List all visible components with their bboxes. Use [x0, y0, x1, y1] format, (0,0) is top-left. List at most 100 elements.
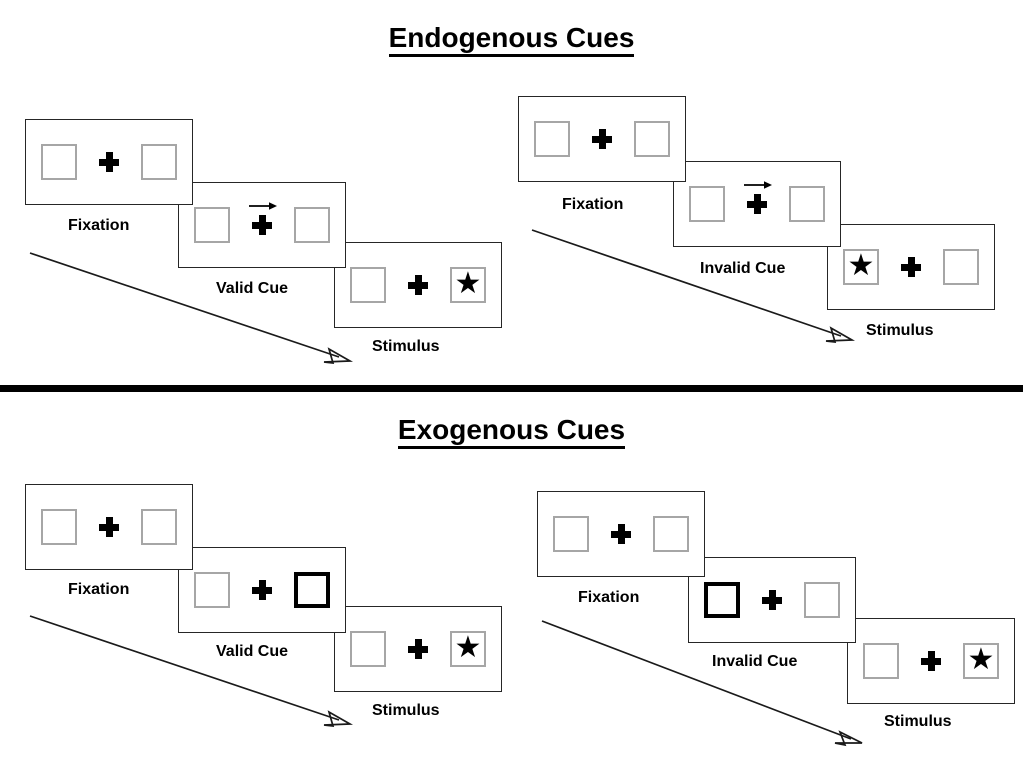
spacer: [570, 139, 592, 140]
stimulus-box-left-cued: [704, 582, 740, 618]
panel-endogenous-valid-fixation[interactable]: [25, 119, 193, 205]
fixation-cross-icon: [747, 194, 767, 214]
stage-label-stimulus: Stimulus: [372, 338, 440, 355]
stimulus-box-right: [141, 509, 177, 545]
spacer: [740, 600, 762, 601]
fixation-cross-icon: [99, 517, 119, 537]
section-title-exogenous-text: Exogenous Cues: [397, 414, 626, 449]
fixation-cross-icon: [408, 275, 428, 295]
panel-exogenous-valid-fixation[interactable]: [25, 484, 193, 570]
stage-label-fixation: Fixation: [68, 581, 130, 598]
spacer: [386, 285, 408, 286]
stimulus-box-right: ★: [963, 643, 999, 679]
stimulus-box-right: [634, 121, 670, 157]
panel-content: ★: [828, 225, 994, 309]
stimulus-box-left: [194, 207, 230, 243]
stage-label-fixation: Fixation: [562, 196, 624, 213]
stage-label-valid-cue: Valid Cue: [216, 280, 289, 297]
fixation-cross-icon: [611, 524, 631, 544]
spacer: [119, 527, 141, 528]
stage-label-stimulus: Stimulus: [884, 713, 952, 730]
spacer: [725, 204, 747, 205]
fixation-cross-icon: [99, 152, 119, 172]
panel-content: [179, 548, 345, 632]
fixation-cross-icon: [252, 215, 272, 235]
spacer: [767, 204, 789, 205]
panel-content: ★: [335, 607, 501, 691]
stage-label-fixation: Fixation: [68, 217, 130, 234]
stage-label-invalid-cue: Invalid Cue: [700, 260, 786, 277]
section-divider: [0, 385, 1023, 392]
stimulus-box-left: [553, 516, 589, 552]
section-title-endogenous: Endogenous Cues: [0, 22, 1023, 57]
spacer: [879, 267, 901, 268]
spacer: [230, 590, 252, 591]
spacer: [77, 162, 99, 163]
panel-exogenous-valid-cue[interactable]: [178, 547, 346, 633]
stage-label-valid-cue: Valid Cue: [216, 643, 289, 660]
panel-content: [179, 183, 345, 267]
stimulus-box-left: [534, 121, 570, 157]
stage-label-invalid-cue: Invalid Cue: [712, 653, 798, 670]
stimulus-box-right: [141, 144, 177, 180]
fixation-cross-icon: [901, 257, 921, 277]
spacer: [941, 661, 963, 662]
panel-exogenous-invalid-fixation[interactable]: [537, 491, 705, 577]
stimulus-box-left: ★: [843, 249, 879, 285]
stimulus-box-right: [804, 582, 840, 618]
spacer: [921, 267, 943, 268]
panel-content: [689, 558, 855, 642]
section-title-endogenous-text: Endogenous Cues: [388, 22, 635, 57]
spacer: [230, 225, 252, 226]
panel-endogenous-invalid-fixation[interactable]: [518, 96, 686, 182]
stimulus-box-right: [653, 516, 689, 552]
stimulus-box-right: ★: [450, 267, 486, 303]
stimulus-box-left: [350, 631, 386, 667]
star-icon: ★: [454, 267, 482, 300]
spacer: [119, 162, 141, 163]
stimulus-box-left: [689, 186, 725, 222]
panel-content: ★: [848, 619, 1014, 703]
panel-exogenous-valid-stimulus[interactable]: ★: [334, 606, 502, 692]
panel-content: [674, 162, 840, 246]
stage-label-stimulus: Stimulus: [866, 322, 934, 339]
stimulus-box-right: [789, 186, 825, 222]
panel-content: [538, 492, 704, 576]
stimulus-box-left: [41, 144, 77, 180]
panel-content: [26, 485, 192, 569]
star-icon: ★: [454, 631, 482, 664]
panel-endogenous-valid-cue[interactable]: [178, 182, 346, 268]
spacer: [386, 649, 408, 650]
fixation-cross-icon: [252, 580, 272, 600]
panel-endogenous-invalid-stimulus[interactable]: ★: [827, 224, 995, 310]
stimulus-box-left: [350, 267, 386, 303]
spacer: [272, 590, 294, 591]
stage-label-fixation: Fixation: [578, 589, 640, 606]
stimulus-box-right-cued: [294, 572, 330, 608]
stage-label-stimulus: Stimulus: [372, 702, 440, 719]
arrow-right-icon: [249, 202, 277, 210]
spacer: [612, 139, 634, 140]
star-icon: ★: [847, 249, 875, 282]
section-title-exogenous: Exogenous Cues: [0, 414, 1023, 449]
panel-endogenous-valid-stimulus[interactable]: ★: [334, 242, 502, 328]
stimulus-box-left: [863, 643, 899, 679]
stimulus-box-left: [194, 572, 230, 608]
spacer: [631, 534, 653, 535]
spacer: [272, 225, 294, 226]
spacer: [589, 534, 611, 535]
fixation-cross-icon: [762, 590, 782, 610]
fixation-cross-icon: [408, 639, 428, 659]
spacer: [899, 661, 921, 662]
spacer: [782, 600, 804, 601]
fixation-cross-icon: [921, 651, 941, 671]
panel-exogenous-invalid-stimulus[interactable]: ★: [847, 618, 1015, 704]
panel-exogenous-invalid-cue[interactable]: [688, 557, 856, 643]
panel-content: [519, 97, 685, 181]
panel-endogenous-invalid-cue[interactable]: [673, 161, 841, 247]
spacer: [428, 649, 450, 650]
star-icon: ★: [967, 643, 995, 676]
fixation-cross-icon: [592, 129, 612, 149]
stimulus-box-right: [294, 207, 330, 243]
